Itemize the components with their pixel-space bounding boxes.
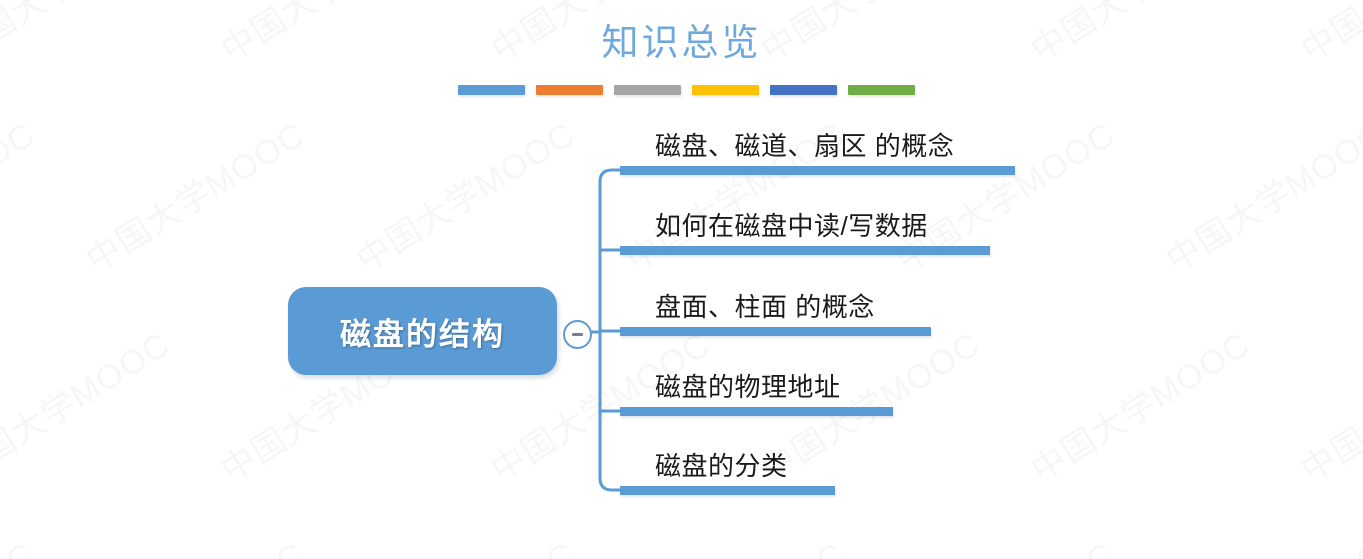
branch-label: 磁盘的物理地址 [655, 372, 841, 402]
branch-label: 如何在磁盘中读/写数据 [655, 211, 928, 241]
accent-bar-blue [458, 85, 525, 95]
connector-path [598, 168, 620, 183]
branch-underline [620, 486, 835, 495]
branch-label: 磁盘、磁道、扇区 的概念 [655, 131, 955, 161]
root-node[interactable]: 磁盘的结构 [288, 287, 557, 375]
branch-node[interactable]: 磁盘的物理地址 [620, 369, 933, 416]
branch-node[interactable]: 如何在磁盘中读/写数据 [620, 208, 1030, 255]
accent-bar-group [458, 85, 915, 95]
accent-bar-gray [614, 85, 681, 95]
branch-underline [620, 407, 893, 416]
branch-label: 盘面、柱面 的概念 [655, 292, 875, 322]
minus-circle-icon[interactable] [563, 320, 592, 349]
minus-glyph [572, 333, 583, 336]
accent-bar-darkblue [770, 85, 837, 95]
accent-bar-orange [536, 85, 603, 95]
branch-underline [620, 166, 1015, 175]
root-node-label: 磁盘的结构 [340, 316, 505, 352]
branch-node[interactable]: 盘面、柱面 的概念 [620, 289, 971, 336]
branch-node[interactable]: 磁盘的分类 [620, 448, 875, 495]
branch-node[interactable]: 磁盘、磁道、扇区 的概念 [620, 128, 1055, 175]
title-block: 知识总览 [0, 22, 1363, 66]
branch-underline [620, 327, 931, 336]
accent-bar-yellow [692, 85, 759, 95]
accent-bar-green [848, 85, 915, 95]
branch-underline [620, 246, 990, 255]
connector-path [598, 477, 620, 492]
branch-label: 磁盘的分类 [655, 451, 788, 481]
page-title: 知识总览 [601, 23, 762, 64]
